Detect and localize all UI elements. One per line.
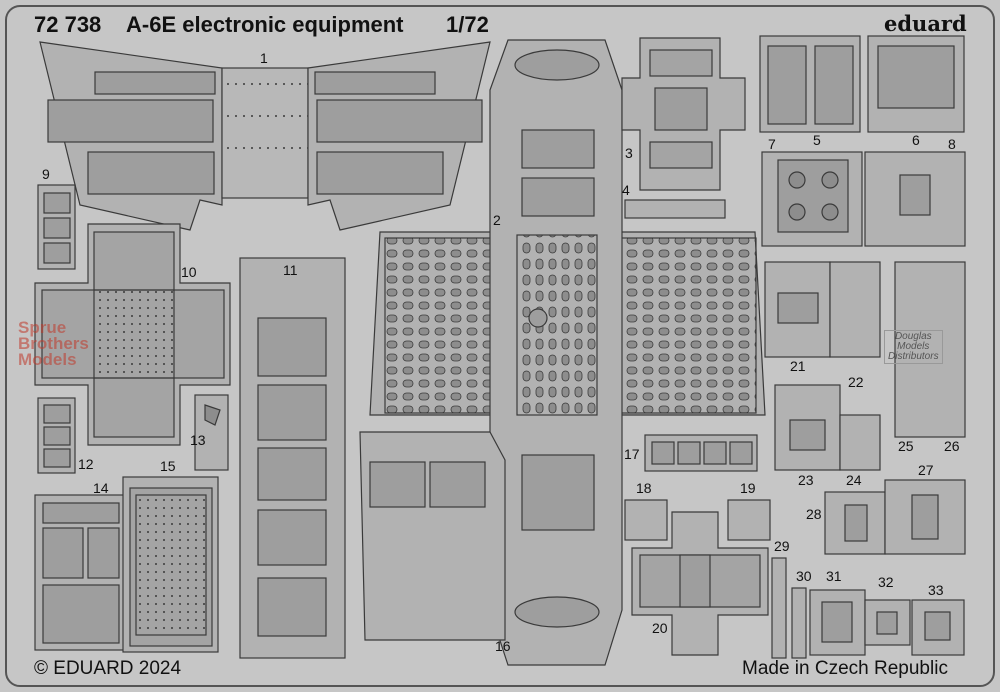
part-number-8: 8 xyxy=(948,136,956,152)
sbs-watermark-line3: Models xyxy=(18,350,77,369)
part-number-13: 13 xyxy=(190,432,206,448)
brand-logo: eduard xyxy=(884,11,967,36)
part-number-18: 18 xyxy=(636,480,652,496)
part-number-28: 28 xyxy=(806,506,822,522)
part-19 xyxy=(727,499,771,541)
part-number-27: 27 xyxy=(918,462,934,478)
scale-label: 1/72 xyxy=(446,12,489,37)
part-number-30: 30 xyxy=(796,568,812,584)
part-number-22: 22 xyxy=(848,374,864,390)
sbs-watermark-line1: Sprue xyxy=(18,318,67,337)
part-number-20: 20 xyxy=(652,620,668,636)
sbs-watermark: Sprue Brothers Models xyxy=(18,318,89,369)
part-number-12: 12 xyxy=(78,456,94,472)
part-number-1: 1 xyxy=(260,50,268,66)
part-number-31: 31 xyxy=(826,568,842,584)
dmd-watermark: Douglas Models Distributors xyxy=(884,330,943,364)
part-30 xyxy=(791,587,807,659)
part-24 xyxy=(839,414,881,471)
part-number-14: 14 xyxy=(93,480,109,496)
part-22 xyxy=(829,261,881,358)
part-number-24: 24 xyxy=(846,472,862,488)
part-25-26 xyxy=(894,261,966,438)
part-number-15: 15 xyxy=(160,458,176,474)
part-number-7: 7 xyxy=(768,136,776,152)
part-29 xyxy=(771,557,787,659)
part-number-10: 10 xyxy=(181,264,197,280)
part-4 xyxy=(624,199,726,219)
part-18 xyxy=(624,499,668,541)
part-number-29: 29 xyxy=(774,538,790,554)
part-number-2: 2 xyxy=(493,212,501,228)
part-number-4: 4 xyxy=(622,182,630,198)
part-number-6: 6 xyxy=(912,132,920,148)
part-number-11: 11 xyxy=(283,262,298,278)
part-number-33: 33 xyxy=(928,582,944,598)
dmd-watermark-line2: Models xyxy=(897,341,930,352)
part-number-5: 5 xyxy=(813,132,821,148)
product-number: 72 738 xyxy=(34,12,102,37)
sheet-title: A-6E electronic equipment xyxy=(126,12,404,37)
copyright-text: © EDUARD 2024 xyxy=(34,658,182,679)
part-number-26: 26 xyxy=(944,438,960,454)
part-number-3: 3 xyxy=(625,145,633,161)
part-number-21: 21 xyxy=(790,358,806,374)
part-number-25: 25 xyxy=(898,438,914,454)
part-number-17: 17 xyxy=(624,446,640,462)
part-number-9: 9 xyxy=(42,166,50,182)
dmd-watermark-line1: Douglas xyxy=(894,331,932,342)
part-number-19: 19 xyxy=(740,480,756,496)
part-number-32: 32 xyxy=(878,574,894,590)
part-number-23: 23 xyxy=(798,472,814,488)
part-number-16: 16 xyxy=(495,638,511,654)
sbs-watermark-line2: Brothers xyxy=(18,334,89,353)
dmd-watermark-line3: Distributors xyxy=(888,351,939,362)
origin-text: Made in Czech Republic xyxy=(742,658,948,679)
